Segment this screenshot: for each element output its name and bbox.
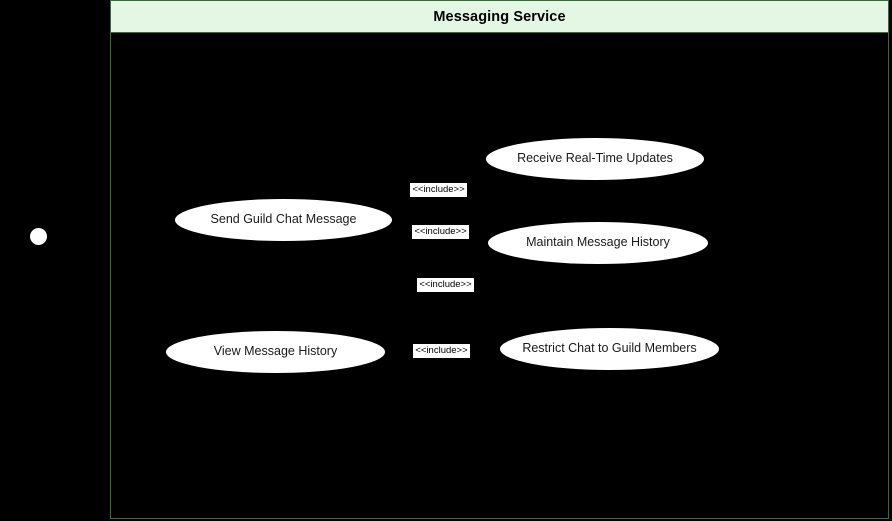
use-case-label: Maintain Message History	[526, 235, 670, 250]
use-case-receive-real-time-updates[interactable]: Receive Real-Time Updates	[486, 138, 704, 180]
use-case-label: Send Guild Chat Message	[210, 212, 357, 227]
use-case-label: Restrict Chat to Guild Members	[522, 341, 697, 356]
include-stereotype-label: <<include>>	[417, 278, 474, 292]
system-title-bar: Messaging Service	[110, 0, 889, 33]
use-case-view-message-history[interactable]: View Message History	[166, 331, 385, 373]
use-case-label: Receive Real-Time Updates	[517, 151, 673, 166]
system-title: Messaging Service	[433, 8, 566, 25]
actor-primary-user[interactable]	[30, 228, 47, 245]
actor-head-icon	[30, 228, 47, 245]
use-case-send-guild-chat-message[interactable]: Send Guild Chat Message	[175, 199, 392, 241]
include-stereotype-label: <<include>>	[410, 183, 467, 197]
use-case-label: View Message History	[213, 344, 338, 359]
include-stereotype-label: <<include>>	[413, 344, 470, 358]
use-case-restrict-chat-to-guild-members[interactable]: Restrict Chat to Guild Members	[500, 328, 719, 370]
system-boundary	[110, 0, 889, 519]
use-case-maintain-message-history[interactable]: Maintain Message History	[488, 222, 708, 264]
include-stereotype-label: <<include>>	[412, 225, 469, 239]
